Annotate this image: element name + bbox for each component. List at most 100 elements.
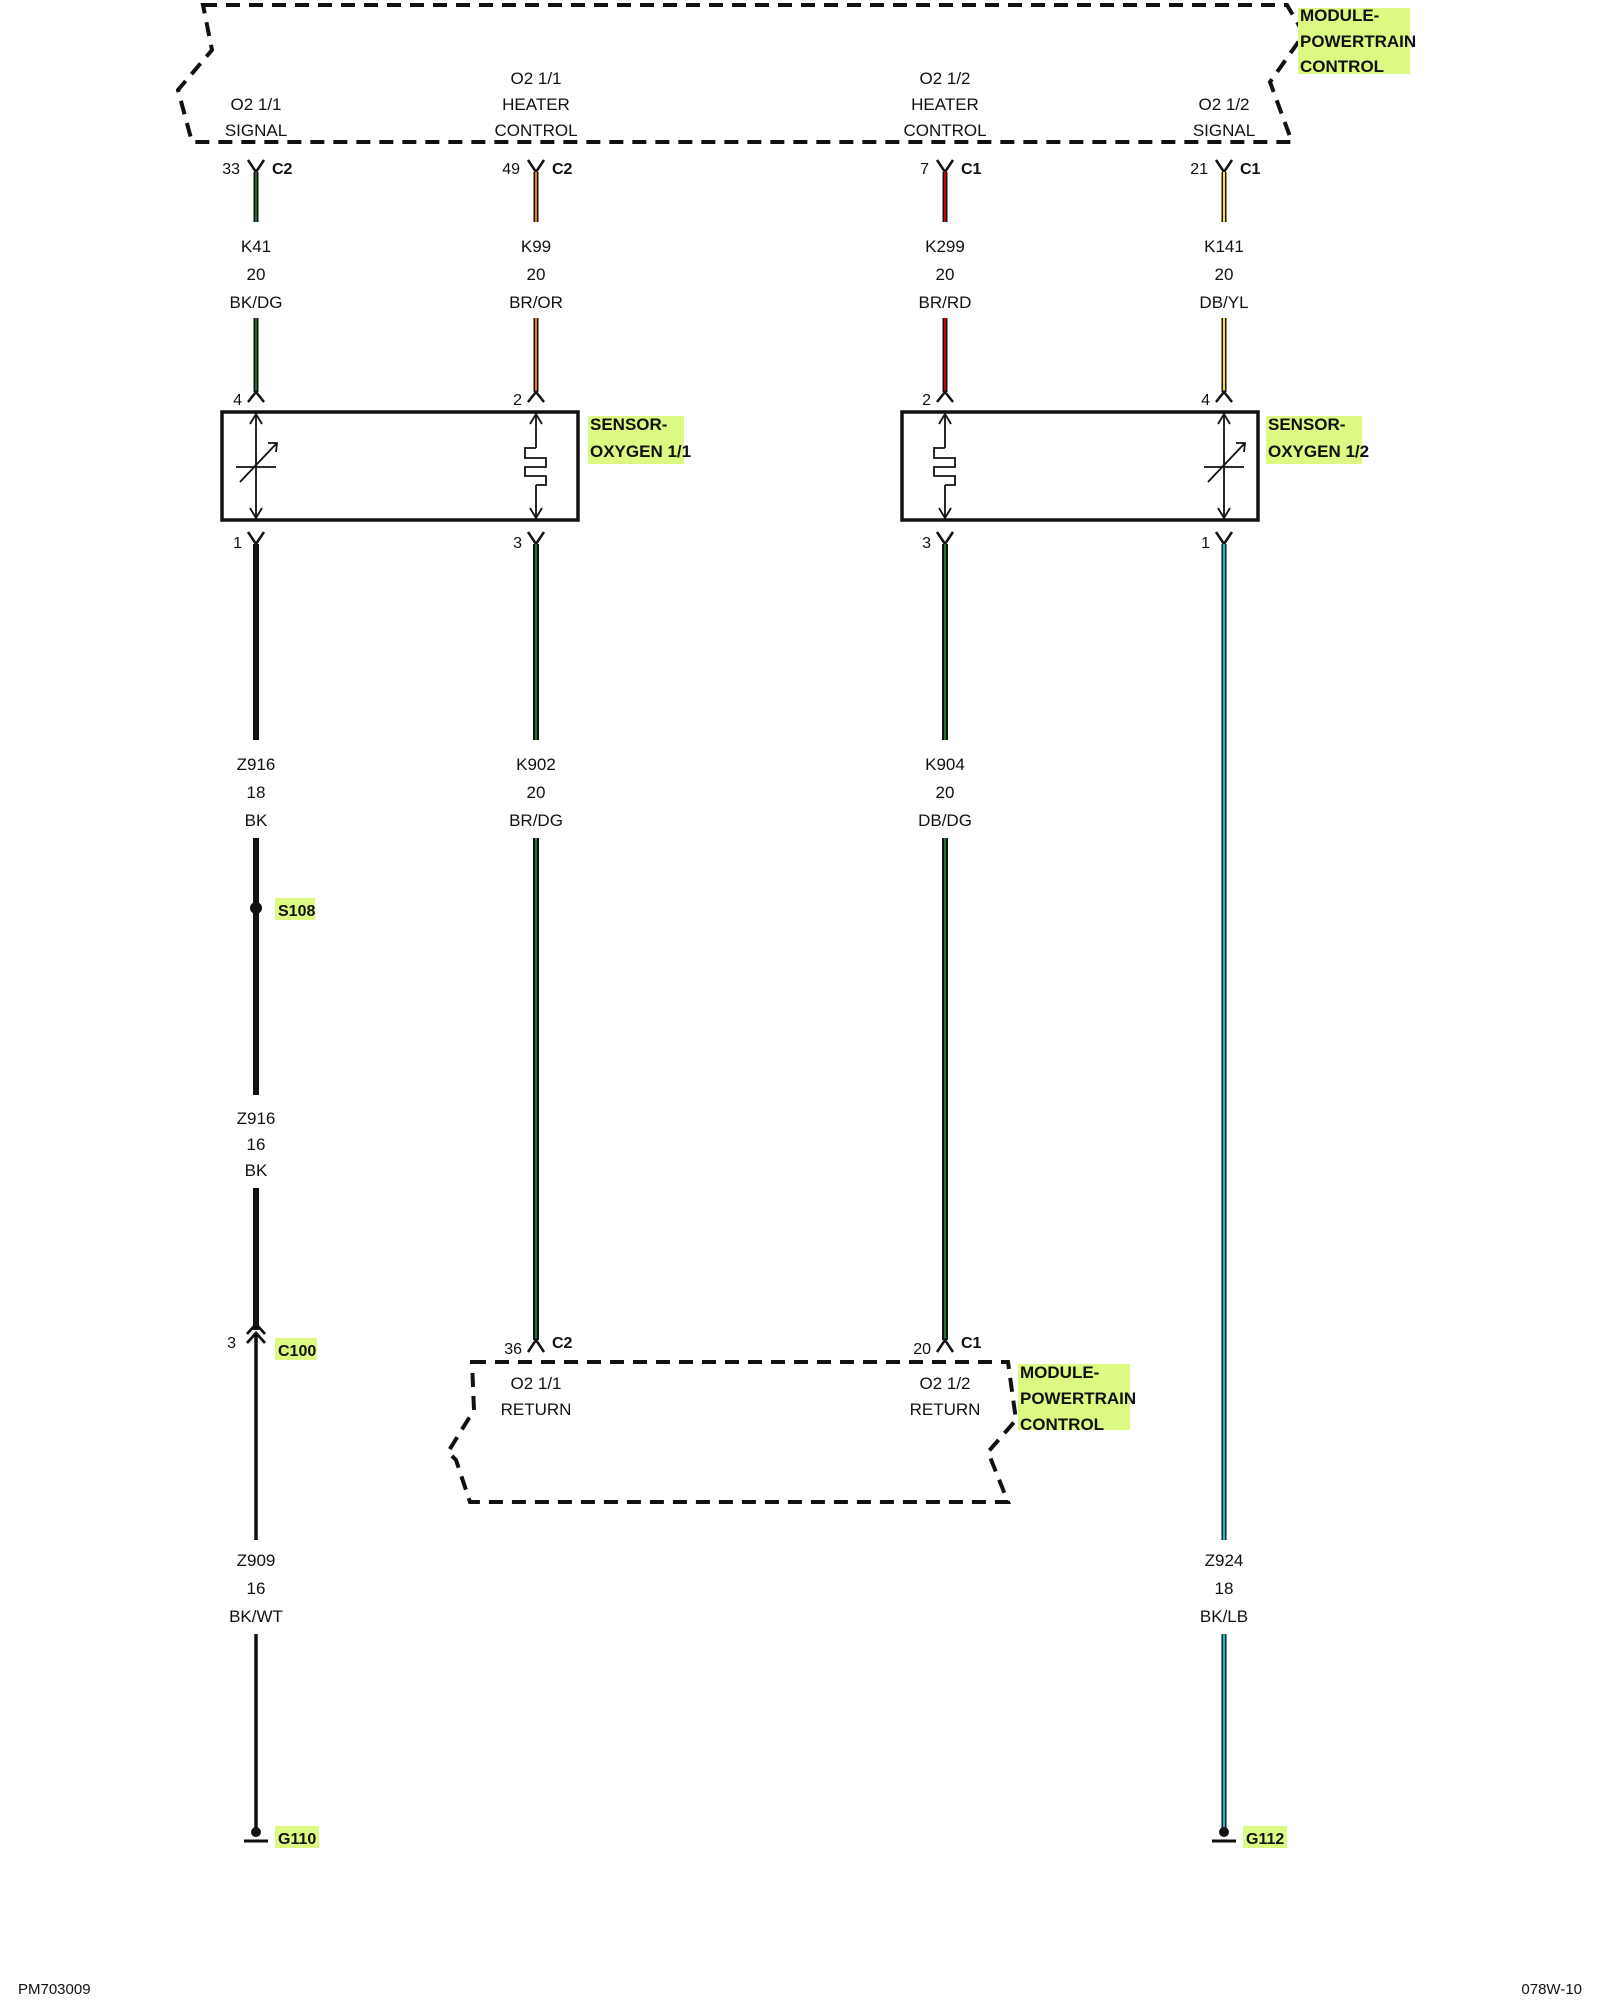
pin-name-o2-11-signal-1: O2 1/1 — [230, 95, 281, 114]
sensor2-pin-3: 3 — [922, 535, 931, 552]
ground-circuit-left: Z916 18 BK S108 Z916 16 BK 3 C100 Z909 1… — [227, 544, 319, 1848]
wire-z916-18-gauge: 18 — [247, 783, 266, 802]
c100-highlight — [275, 1338, 317, 1360]
wire-z924-circuit: Z924 — [1205, 1551, 1244, 1570]
wire-k141-color: DB/YL — [1199, 293, 1248, 312]
wire-k902-color: BR/DG — [509, 811, 563, 830]
wire-z916-16-gauge: 16 — [247, 1135, 266, 1154]
sensor1-pin-1: 1 — [233, 535, 242, 552]
wire-k299: K299 20 BR/RD — [919, 172, 971, 392]
svg-text:20: 20 — [913, 1341, 931, 1358]
wire-k902: K902 20 BR/DG — [509, 544, 563, 1340]
sensor-oxygen-1-2: SENSOR- OXYGEN 1/2 — [900, 410, 1369, 522]
pin-name-o2-12-heater-1: O2 1/2 — [919, 69, 970, 88]
wire-z916-18-circuit: Z916 — [237, 755, 276, 774]
connector-pin-49-c2: 49 C2 — [502, 159, 573, 178]
wire-k41: K41 20 BK/DG — [230, 172, 283, 392]
sensor-bottom-pins: 1 3 3 1 — [233, 531, 1234, 552]
pin-name-o2-12-heater-2: HEATER — [911, 95, 979, 114]
sensor2-pin-2: 2 — [922, 392, 931, 409]
sensor-oxygen-1-1: SENSOR- OXYGEN 1/1 — [220, 410, 691, 522]
wire-k99-circuit: K99 — [521, 237, 551, 256]
top-module: MODULE- POWERTRAIN CONTROL O2 1/1 SIGNAL… — [175, 2, 1416, 144]
svg-text:C1: C1 — [961, 161, 982, 178]
ground-icon — [1219, 1827, 1229, 1837]
pin-name-o2-11-heater-1: O2 1/1 — [510, 69, 561, 88]
ground-g110: G110 — [244, 1826, 319, 1848]
sensor1-pin-4-mark — [247, 389, 265, 403]
wire-k299-gauge: 20 — [936, 265, 955, 284]
c100-pin: 3 — [227, 1335, 236, 1352]
sensor2-pin-4-mark — [1215, 389, 1233, 403]
svg-text:49: 49 — [502, 161, 520, 178]
pin-name-o2-12-return-1: O2 1/2 — [919, 1374, 970, 1393]
sensor1-pin-3-mark — [526, 531, 546, 547]
wire-z909-color: BK/WT — [229, 1607, 283, 1626]
wire-k902-gauge: 20 — [527, 783, 546, 802]
sensor-1-1-title-1: SENSOR- — [590, 415, 667, 434]
sensor1-pin-2: 2 — [513, 392, 522, 409]
wire-k141: K141 20 DB/YL — [1199, 172, 1249, 392]
wire-z916-18-color: BK — [245, 811, 268, 830]
pin-name-o2-11-return-1: O2 1/1 — [510, 1374, 561, 1393]
top-connectors: 33 C2 49 C2 7 C1 21 C1 — [222, 159, 1261, 178]
g110-label: G110 — [278, 1831, 316, 1848]
wire-k99: K99 20 BR/OR — [509, 172, 563, 392]
wire-z916-16-color: BK — [245, 1161, 268, 1180]
svg-text:7: 7 — [920, 161, 929, 178]
top-module-title-1: MODULE- — [1300, 6, 1379, 25]
connector-pin-20-c1: 20 C1 — [913, 1335, 981, 1358]
wire-z924-gauge: 18 — [1215, 1579, 1234, 1598]
top-module-highlight — [1298, 8, 1410, 74]
svg-text:C2: C2 — [552, 161, 573, 178]
variable-resistor-icon — [236, 412, 279, 520]
wire-k299-circuit: K299 — [925, 237, 965, 256]
ground-icon — [251, 1827, 261, 1837]
bottom-module-title-2: POWERTRAIN — [1020, 1389, 1136, 1408]
g110-highlight — [275, 1826, 319, 1848]
wire-k904-circuit: K904 — [925, 755, 965, 774]
footer-left-code: PM703009 — [18, 1981, 91, 1998]
svg-text:36: 36 — [504, 1341, 522, 1358]
ground-g112: G112 — [1212, 1826, 1287, 1848]
footer-right-code: 078W-10 — [1521, 1981, 1582, 1998]
sensor-1-2-title-1: SENSOR- — [1268, 415, 1345, 434]
svg-text:33: 33 — [222, 161, 240, 178]
heater-element-icon — [524, 412, 547, 520]
sensor-1-2-highlight — [1266, 416, 1362, 464]
wire-k41-color: BK/DG — [230, 293, 283, 312]
inline-connector-c100: 3 C100 — [227, 1321, 317, 1360]
wire-z924-color: BK/LB — [1200, 1607, 1248, 1626]
wire-k904-color: DB/DG — [918, 811, 972, 830]
bottom-module-title-1: MODULE- — [1020, 1363, 1099, 1382]
wire-z909-gauge: 16 — [247, 1579, 266, 1598]
splice-dot-icon — [250, 902, 262, 914]
sensor1-pin-4: 4 — [233, 392, 242, 409]
splice-s108-highlight — [275, 898, 315, 920]
variable-resistor-icon — [1204, 412, 1247, 520]
svg-text:C2: C2 — [552, 1335, 573, 1352]
wire-k41-gauge: 20 — [247, 265, 266, 284]
pin-name-o2-12-heater-3: CONTROL — [903, 121, 986, 140]
sensor1-pin-2-mark — [527, 389, 545, 403]
pin-name-o2-12-signal-1: O2 1/2 — [1198, 95, 1249, 114]
pin-name-o2-12-return-2: RETURN — [910, 1400, 981, 1419]
wire-z924: Z924 18 BK/LB — [1200, 544, 1248, 1830]
wire-k41-circuit: K41 — [241, 237, 271, 256]
svg-text:C2: C2 — [272, 161, 293, 178]
pin-name-o2-12-signal-2: SIGNAL — [1193, 121, 1255, 140]
sensor-1-1-title-2: OXYGEN 1/1 — [590, 442, 691, 461]
sensor-1-1-highlight — [588, 416, 684, 464]
svg-text:C1: C1 — [1240, 161, 1261, 178]
pin-name-o2-11-heater-3: CONTROL — [494, 121, 577, 140]
wire-z916-16-circuit: Z916 — [237, 1109, 276, 1128]
sensor1-pin-1-mark — [246, 531, 266, 547]
bottom-module-title-3: CONTROL — [1020, 1415, 1104, 1434]
wire-k99-gauge: 20 — [527, 265, 546, 284]
bottom-module-highlight — [1018, 1364, 1130, 1430]
svg-text:21: 21 — [1190, 161, 1208, 178]
heater-element-icon — [933, 412, 956, 520]
wire-k904: K904 20 DB/DG — [918, 544, 972, 1340]
sensor-top-pins: 4 2 2 4 — [233, 389, 1233, 409]
